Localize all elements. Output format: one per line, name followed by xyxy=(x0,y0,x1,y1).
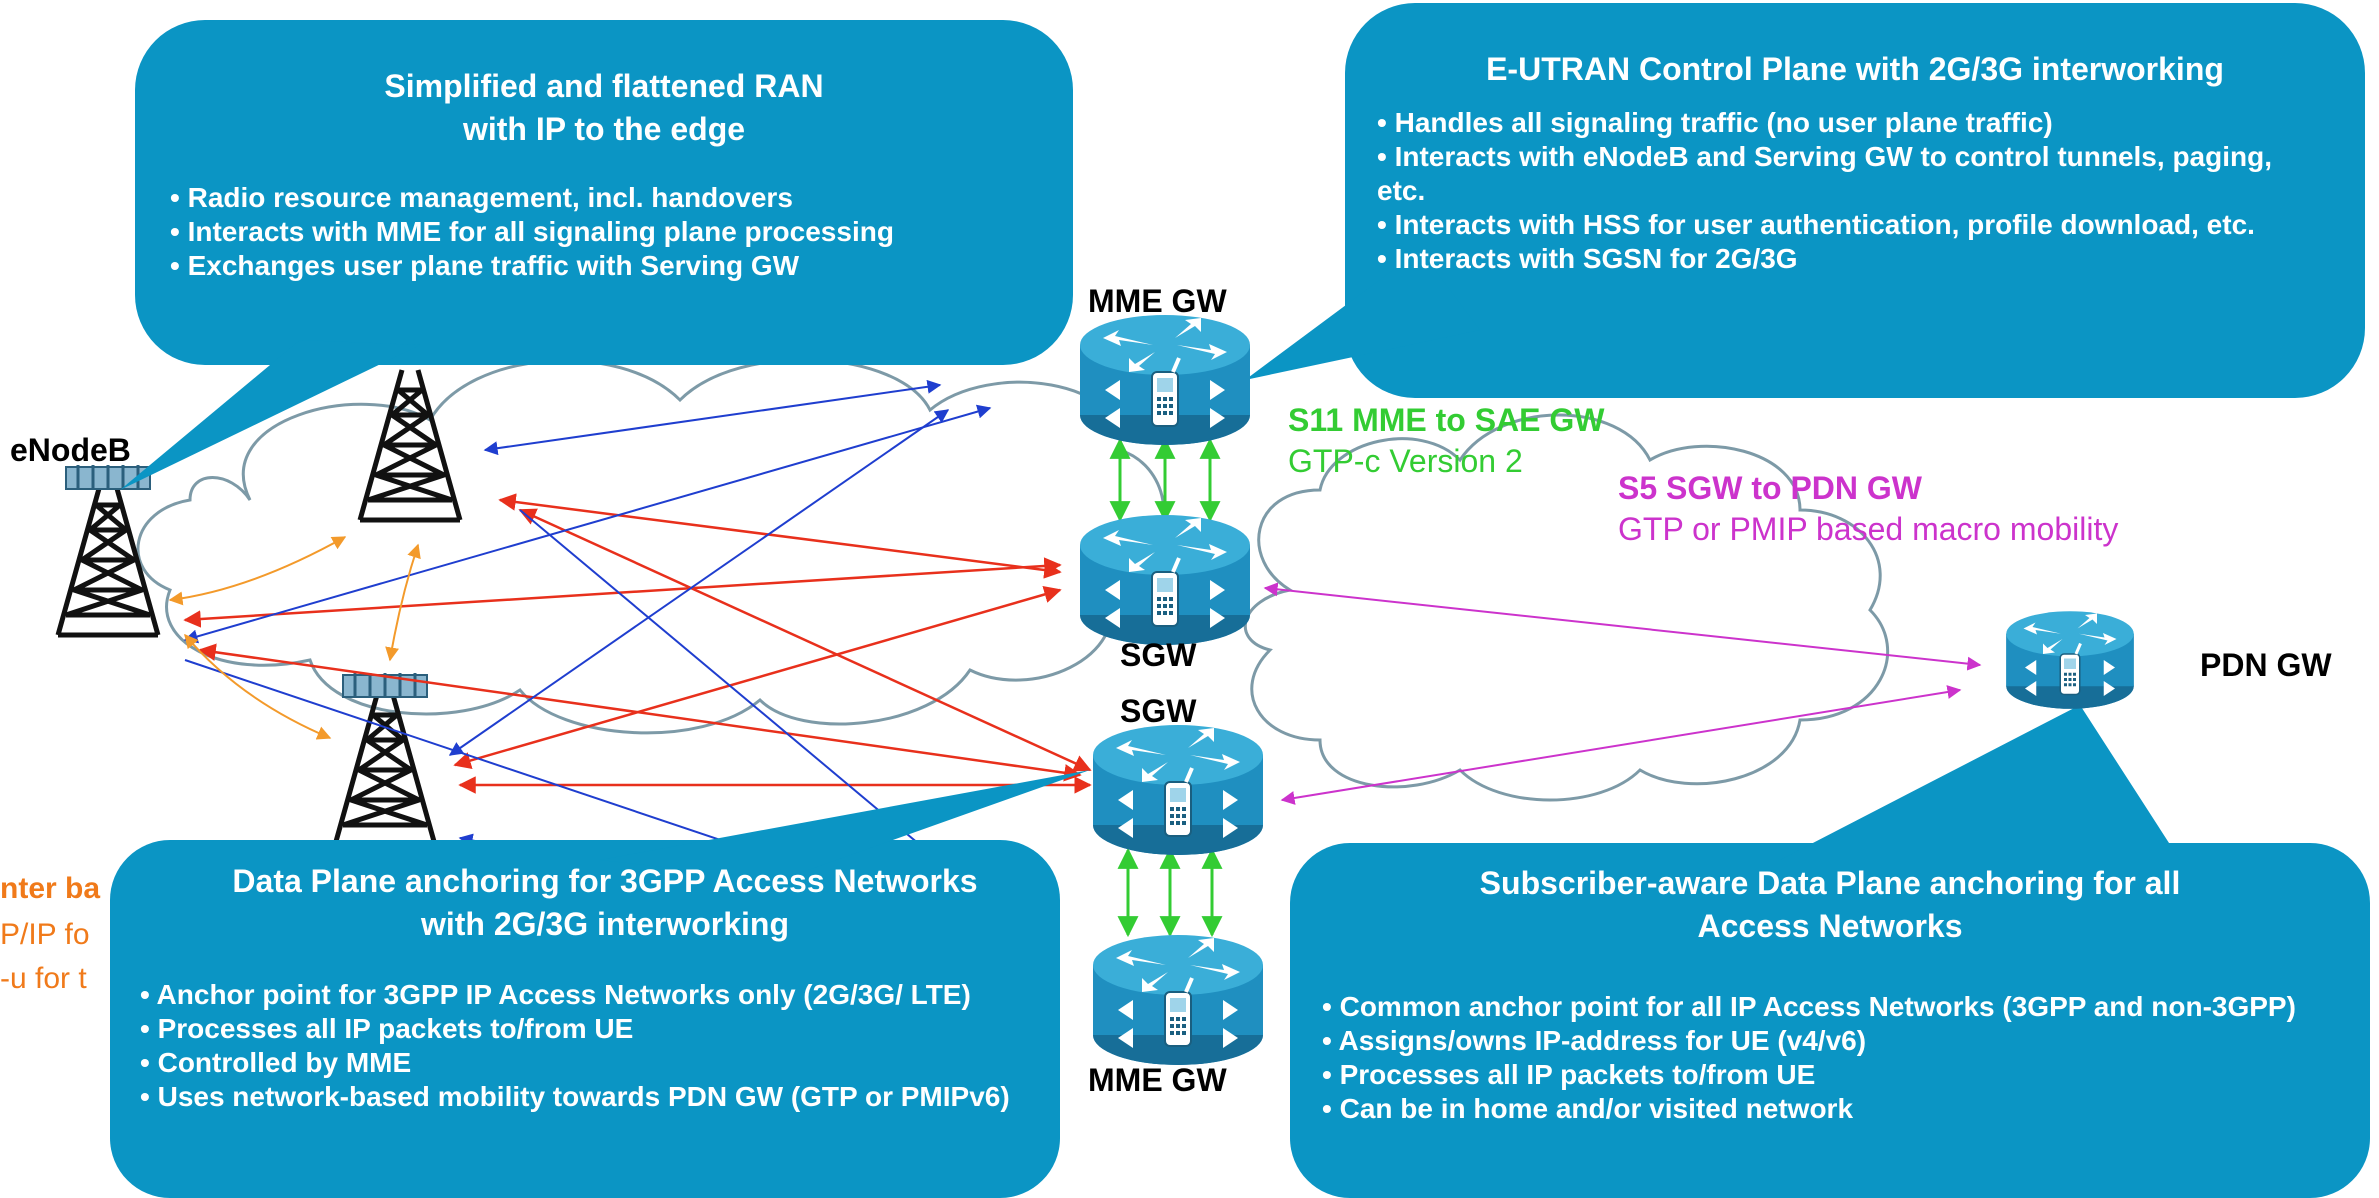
pdn-callout: Subscriber-aware Data Plane anchoring fo… xyxy=(1290,862,2370,1126)
ran-callout-title-line1: Simplified and flattened RAN xyxy=(384,68,824,104)
pdn-bullet: Processes all IP packets to/from UE xyxy=(1322,1058,2332,1092)
mme-gw-top-label: MME GW xyxy=(1088,283,1227,319)
ran-bullet: Interacts with MME for all signaling pla… xyxy=(170,215,1073,249)
mme-callout: E-UTRAN Control Plane with 2G/3G interwo… xyxy=(1345,48,2365,276)
sgw-callout-title-line1: Data Plane anchoring for 3GPP Access Net… xyxy=(232,863,978,899)
ran-callout-title-line2: with IP to the edge xyxy=(462,111,746,147)
pdn-bullet: Can be in home and/or visited network xyxy=(1322,1092,2332,1126)
router-icon xyxy=(1078,313,1252,447)
router-icon xyxy=(1078,513,1252,647)
sgw-callout-title-line2: with 2G/3G interworking xyxy=(420,906,790,942)
ran-callout: Simplified and flattened RAN with IP to … xyxy=(135,65,1073,283)
enodeb-label: eNodeB xyxy=(10,432,131,468)
mme-bullet: Interacts with SGSN for 2G/3G xyxy=(1377,242,2317,276)
router-icon xyxy=(1091,723,1265,857)
s5-title: S5 SGW to PDN GW xyxy=(1618,470,1922,506)
router-icon xyxy=(1091,933,1265,1067)
pdn-callout-title-line2: Access Networks xyxy=(1697,908,1963,944)
mme-bullet: Handles all signaling traffic (no user p… xyxy=(1377,106,2317,140)
ran-bullet: Exchanges user plane traffic with Servin… xyxy=(170,249,1073,283)
pdn-callout-title-line1: Subscriber-aware Data Plane anchoring fo… xyxy=(1479,865,2181,901)
mme-callout-title: E-UTRAN Control Plane with 2G/3G interwo… xyxy=(1486,51,2224,87)
router-icon xyxy=(2004,609,2136,711)
sgw-bottom-label: SGW xyxy=(1120,693,1197,729)
x2-title-partial: nter ba xyxy=(0,872,101,905)
mme-gw-bottom-label: MME GW xyxy=(1088,1062,1227,1098)
s11-subtitle: GTP-c Version 2 xyxy=(1288,443,1523,479)
x2-line2-partial: -u for t xyxy=(0,962,87,995)
ran-cloud-icon xyxy=(136,358,1166,735)
s11-title: S11 MME to SAE GW xyxy=(1288,402,1605,438)
pdn-bullet: Assigns/owns IP-address for UE (v4/v6) xyxy=(1322,1024,2332,1058)
sgw-callout: Data Plane anchoring for 3GPP Access Net… xyxy=(110,860,1060,1114)
sgw-bullet: Anchor point for 3GPP IP Access Networks… xyxy=(140,978,1030,1012)
sgw-bullet: Uses network-based mobility towards PDN … xyxy=(140,1080,1030,1114)
mme-bullet: Interacts with HSS for user authenticati… xyxy=(1377,208,2317,242)
s5-subtitle: GTP or PMIP based macro mobility xyxy=(1618,511,2119,547)
pdn-gw-label: PDN GW xyxy=(2200,647,2332,683)
pdn-bullet: Common anchor point for all IP Access Ne… xyxy=(1322,990,2332,1024)
x2-line1-partial: P/IP fo xyxy=(0,918,90,951)
sgw-top-label: SGW xyxy=(1120,637,1197,673)
ran-bullet: Radio resource management, incl. handove… xyxy=(170,181,1073,215)
mme-bullet: Interacts with eNodeB and Serving GW to … xyxy=(1377,140,2317,208)
sgw-bullet: Controlled by MME xyxy=(140,1046,1030,1080)
sgw-bullet: Processes all IP packets to/from UE xyxy=(140,1012,1030,1046)
